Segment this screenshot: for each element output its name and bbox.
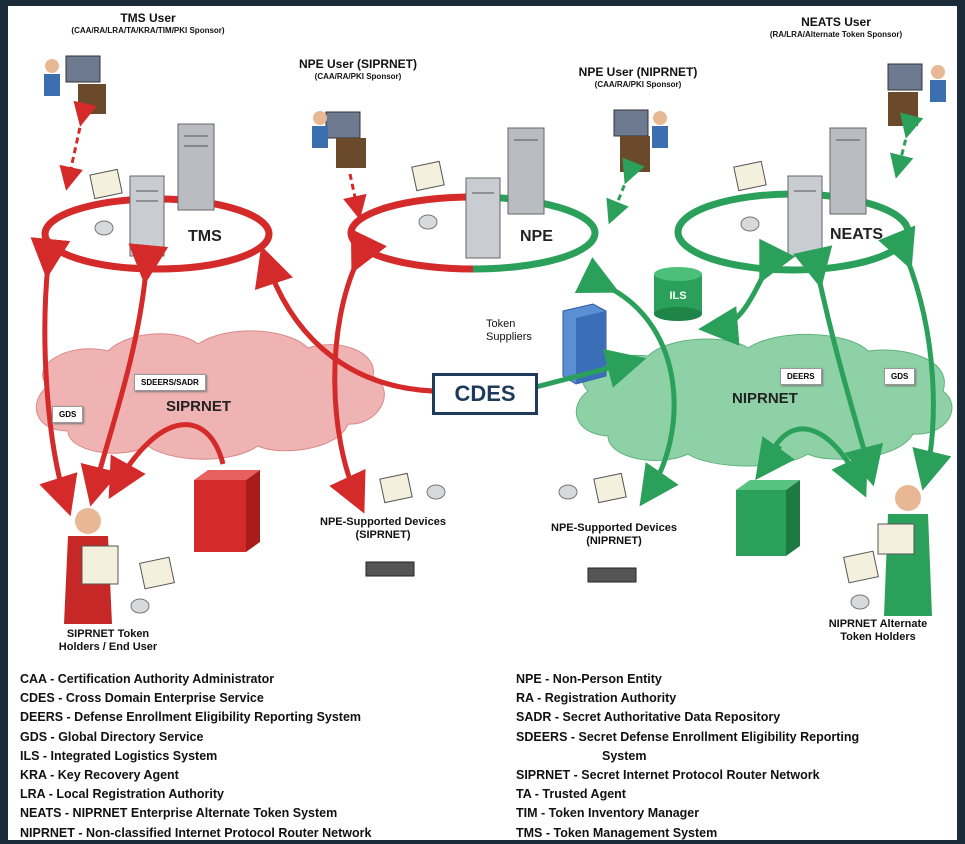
legend-item: NEATS - NIPRNET Enterprise Alternate Tok… bbox=[20, 806, 338, 821]
niprnet-holders-line1: NIPRNET Alternate bbox=[828, 618, 928, 630]
legend-item: ILS - Integrated Logistics System bbox=[20, 748, 218, 763]
legend-item: NIPRNET - Non-classified Internet Protoc… bbox=[20, 825, 372, 840]
siprnet-holders-line1: SIPRNET Token bbox=[66, 628, 150, 640]
legend-item: TA - Trusted Agent bbox=[516, 787, 626, 802]
arrow-tms-to-sip-holder-sdeers bbox=[80, 243, 169, 507]
tms-user-title: TMS User bbox=[120, 11, 176, 25]
siprnet-label: SIPRNET bbox=[166, 398, 232, 415]
siprnet-repository bbox=[194, 470, 260, 552]
arrow-npe-to-sip-devices bbox=[329, 228, 387, 514]
token-suppliers-label: Token Suppliers bbox=[486, 318, 532, 343]
arrow-cdes-tms-head bbox=[254, 245, 433, 394]
legend-item: LRA - Local Registration Authority bbox=[20, 787, 224, 802]
npe-devices-siprnet-line1: NPE-Supported Devices bbox=[320, 516, 446, 528]
npe-sip-user-roles: (CAA/RA/PKI Sponsor) bbox=[314, 71, 402, 81]
niprnet-holders-label: NIPRNET Alternate Token Holders bbox=[808, 618, 948, 643]
arrow-tms-to-sip-holder-gds bbox=[30, 237, 78, 517]
legend-item: TMS - Token Management System bbox=[516, 825, 718, 840]
siprnet-token-holder bbox=[64, 508, 119, 624]
npe-ring-red bbox=[347, 193, 474, 273]
legend-left: CAA - Certification Authority Administra… bbox=[20, 670, 371, 843]
tms-user-figure bbox=[44, 55, 106, 114]
tms-label: TMS bbox=[188, 228, 222, 245]
legend-item: System bbox=[602, 748, 647, 763]
neats-user-roles: (RA/LRA/Alternate Token Sponsor) bbox=[769, 29, 903, 39]
npe-nip-user-roles: (CAA/RA/PKI Sponsor) bbox=[594, 79, 682, 89]
niprnet-holders-line2: Token Holders bbox=[840, 630, 916, 643]
legend-item: GDS - Global Directory Service bbox=[20, 729, 204, 744]
tms-user-roles: (CAA/RA/LRA/TA/KRA/TIM/PKI Sponsor) bbox=[71, 25, 225, 35]
npe-sip-user-figure bbox=[312, 111, 366, 168]
legend-item: SIPRNET - Secret Internet Protocol Route… bbox=[516, 768, 820, 783]
arrow-neats-to-ils bbox=[698, 238, 796, 346]
legend-item: SADR - Secret Authoritative Data Reposit… bbox=[516, 710, 781, 725]
npe-sip-user-label: NPE User (SIPRNET) (CAA/RA/PKI Sponsor) bbox=[278, 57, 438, 81]
npe-devices-siprnet-line2: (SIPRNET) bbox=[355, 528, 411, 541]
cdes-box: CDES bbox=[432, 373, 538, 415]
arrow-siprnet-to-holder bbox=[108, 422, 226, 500]
certificate-icons bbox=[89, 160, 879, 590]
sdeers-sadr-box: SDEERS/SADR bbox=[134, 374, 206, 391]
deers-box: DEERS bbox=[780, 368, 822, 385]
tms-server bbox=[129, 123, 215, 257]
niprnet-router bbox=[587, 567, 637, 583]
npe-nip-user-figure bbox=[613, 109, 668, 172]
npe-sip-user-title: NPE User (SIPRNET) bbox=[298, 57, 418, 71]
legend-item: RA - Registration Authority bbox=[516, 691, 677, 706]
legend-item: NPE - Non-Person Entity bbox=[516, 672, 662, 686]
gds-right-box: GDS bbox=[884, 368, 916, 385]
arrow-neats-user-link bbox=[889, 112, 924, 179]
npe-label: NPE bbox=[520, 228, 553, 245]
neats-label: NEATS bbox=[830, 226, 884, 243]
niprnet-label: NIPRNET bbox=[732, 390, 798, 407]
neats-server bbox=[787, 127, 867, 257]
tms-user-label: TMS User (CAA/RA/LRA/TA/KRA/TIM/PKI Spon… bbox=[18, 11, 278, 35]
neats-user-figure bbox=[887, 63, 946, 126]
siprnet-router bbox=[365, 561, 415, 577]
neats-user-label: NEATS User (RA/LRA/Alternate Token Spons… bbox=[726, 15, 946, 39]
neats-user-title: NEATS User bbox=[801, 15, 871, 29]
legend-item: TIM - Token Inventory Manager bbox=[516, 806, 700, 821]
legend-item: DEERS - Defense Enrollment Eligibility R… bbox=[20, 710, 362, 725]
npe-nip-user-label: NPE User (NIPRNET) (CAA/RA/PKI Sponsor) bbox=[558, 65, 718, 89]
arrow-neats-gds bbox=[878, 225, 952, 491]
npe-server bbox=[465, 127, 545, 259]
legend-right: NPE - Non-Person Entity RA - Registratio… bbox=[516, 670, 859, 843]
npe-nip-user-title: NPE User (NIPRNET) bbox=[578, 65, 698, 79]
diagram-graphics bbox=[30, 55, 953, 624]
legend-item: KRA - Key Recovery Agent bbox=[20, 768, 179, 783]
ils-label: ILS bbox=[669, 290, 687, 302]
npe-devices-niprnet-label: NPE-Supported Devices (NIPRNET) bbox=[524, 522, 704, 547]
legend-item: CAA - Certification Authority Administra… bbox=[20, 672, 275, 686]
arrow-npe-to-nip-devices bbox=[574, 257, 679, 507]
arrow-npe-sip-user-link bbox=[343, 173, 367, 220]
key-icons bbox=[94, 214, 870, 614]
npe-devices-siprnet-label: NPE-Supported Devices (SIPRNET) bbox=[298, 516, 468, 541]
arrow-npe-nip-user-link bbox=[606, 157, 645, 225]
legend-item: SDEERS - Secret Defense Enrollment Eligi… bbox=[516, 729, 860, 744]
npe-devices-niprnet-line1: NPE-Supported Devices bbox=[551, 522, 677, 534]
npe-devices-niprnet-line2: (NIPRNET) bbox=[586, 534, 642, 547]
gds-left-box: GDS bbox=[52, 406, 84, 423]
arrow-tms-user-link bbox=[59, 100, 97, 191]
diagram-panel: TMS User (CAA/RA/LRA/TA/KRA/TIM/PKI Spon… bbox=[8, 6, 957, 840]
siprnet-holders-label: SIPRNET Token Holders / End User bbox=[28, 628, 188, 653]
niprnet-repository bbox=[736, 480, 800, 556]
legend-item: CDES - Cross Domain Enterprise Service bbox=[20, 691, 264, 706]
niprnet-token-holder bbox=[877, 485, 932, 616]
siprnet-holders-line2: Holders / End User bbox=[58, 640, 158, 653]
arrow-niprnet-to-repository bbox=[755, 436, 795, 481]
